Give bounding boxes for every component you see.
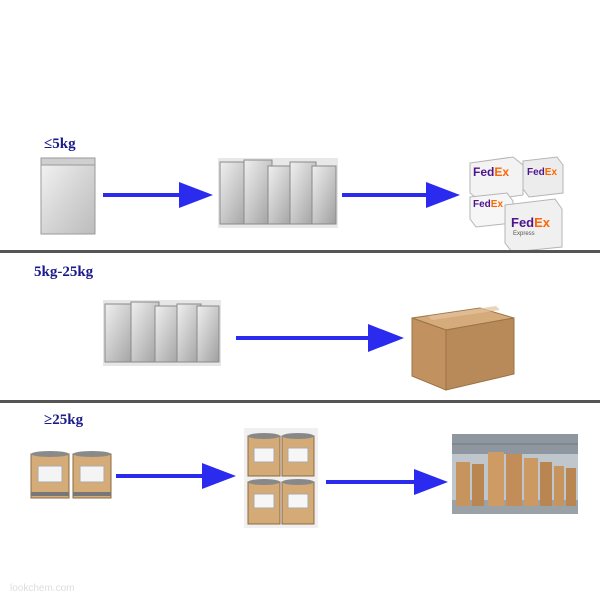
arrow-right-icon xyxy=(103,182,213,208)
section-divider xyxy=(0,400,600,403)
fiber-drum-icon xyxy=(30,451,112,499)
foil-bag-group-icon xyxy=(103,300,221,366)
fedex-logo: FedEx xyxy=(473,165,510,179)
arrow-right-icon xyxy=(116,463,236,489)
tier-label-small: ≤5kg xyxy=(44,136,76,152)
watermark: lookchem.com xyxy=(10,583,75,594)
tier-label-large: ≥25kg xyxy=(44,412,84,428)
carton-icon xyxy=(411,306,515,391)
section-divider xyxy=(0,250,600,253)
arrow-right-icon xyxy=(342,182,460,208)
foil-bag-icon xyxy=(40,157,96,235)
arrow-right-icon xyxy=(236,324,404,352)
fedex-sub-label: Express xyxy=(513,231,535,237)
warehouse-icon xyxy=(452,434,578,514)
fedex-box-icon xyxy=(469,156,564,253)
fedex-logo: FedEx xyxy=(511,215,551,230)
fedex-logo: FedEx xyxy=(527,167,558,178)
foil-bag-group-icon xyxy=(218,158,338,228)
arrow-right-icon xyxy=(326,469,448,495)
fedex-box-group: FedEx FedEx FedEx FedEx Express xyxy=(465,153,565,253)
fedex-logo: FedEx xyxy=(473,199,504,210)
fiber-drum-stack-icon xyxy=(244,428,318,528)
tier-label-medium: 5kg-25kg xyxy=(34,264,94,280)
